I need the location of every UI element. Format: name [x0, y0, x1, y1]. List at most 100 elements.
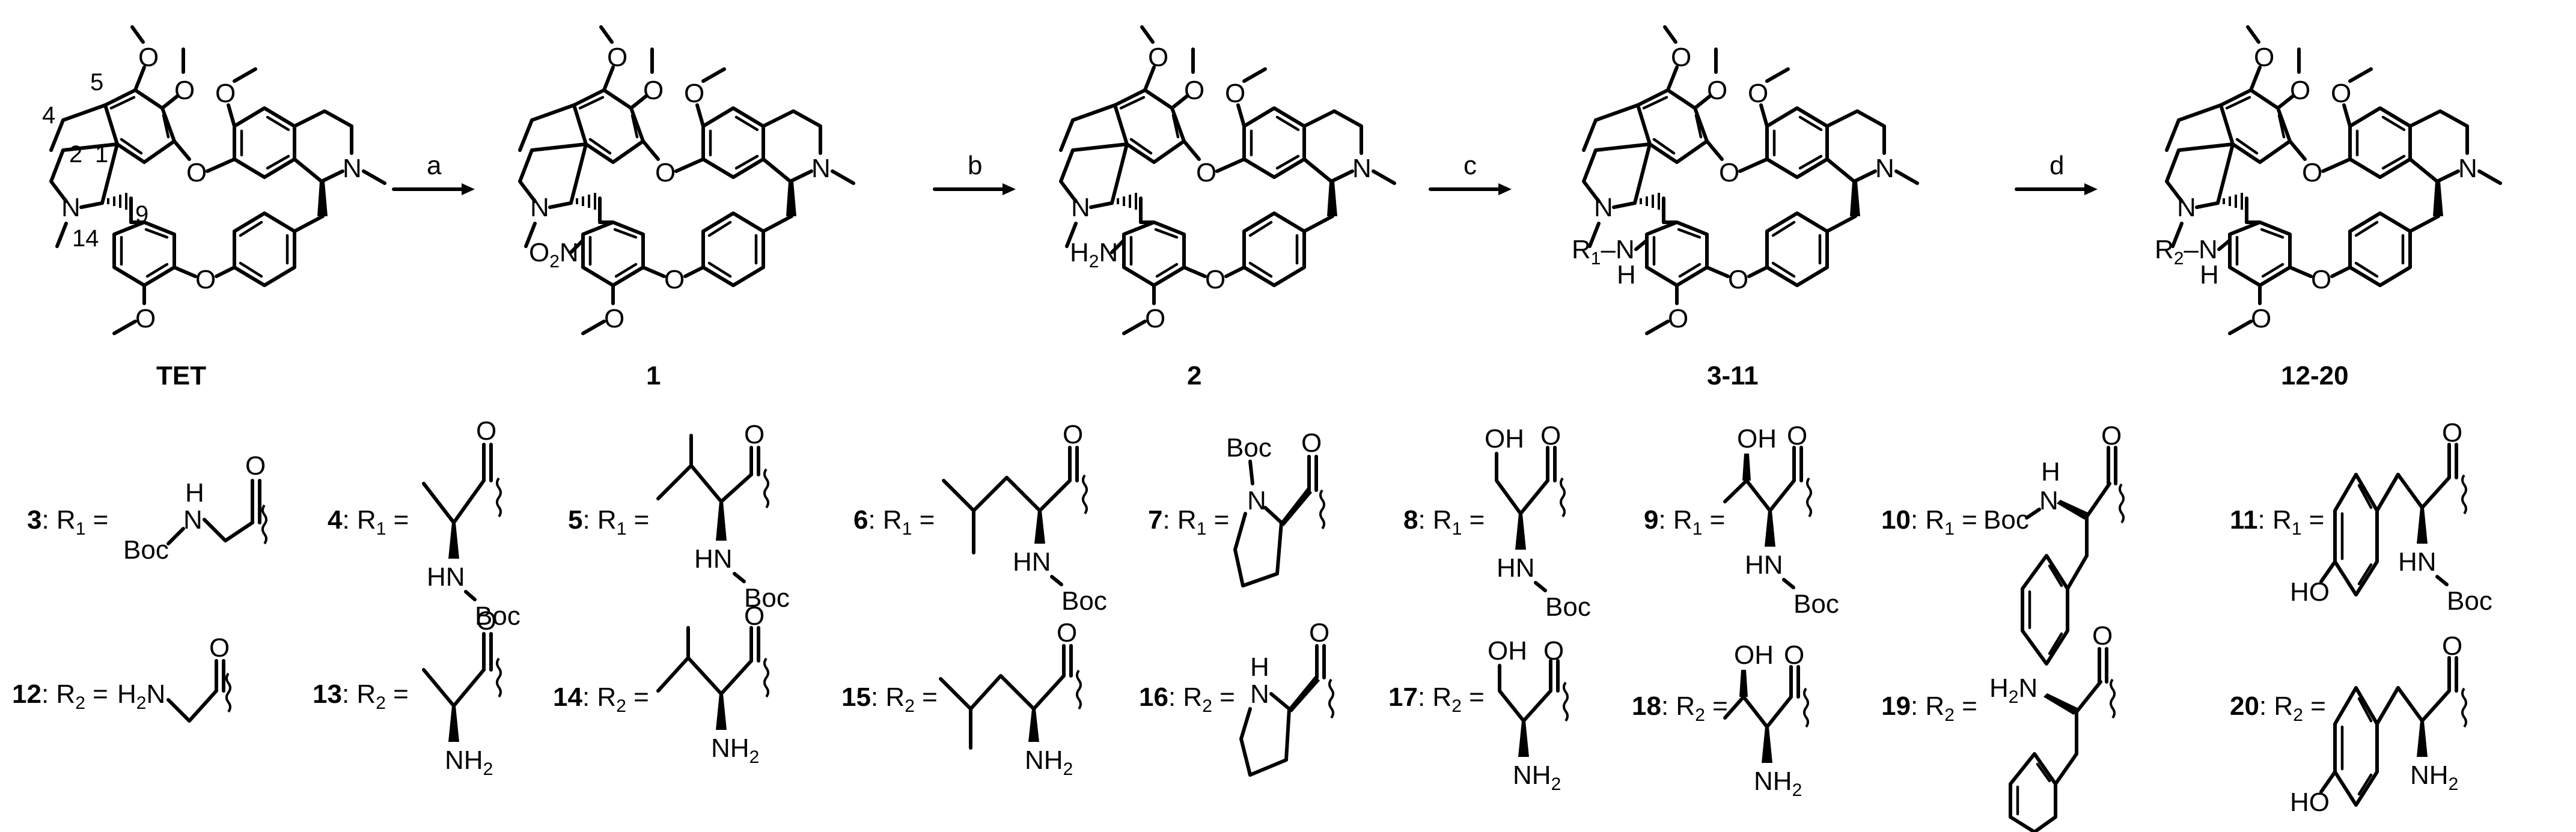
r1-substituent-7: 7: R1 = Boc N O [1148, 428, 1325, 588]
svg-text:18: R2 =: 18: R2 = [1632, 691, 1728, 725]
svg-text:HO: HO [2290, 577, 2330, 607]
svg-text:N: N [1250, 679, 1269, 709]
r2-substituent-20: 20: R2 = HO O NH2 [2230, 631, 2467, 817]
r2-substituent-19: 19: R2 = H2N O [1881, 621, 2116, 832]
svg-text:Boc: Boc [1793, 589, 1839, 619]
structure-2: H2N 2 [1061, 27, 1394, 390]
svg-text:NH2: NH2 [1025, 745, 1073, 779]
r1-substituent-6: 6: R1 = O HN Boc [853, 420, 1107, 616]
svg-text:N: N [183, 505, 203, 535]
svg-text:H: H [185, 478, 204, 508]
svg-text:HN: HN [694, 544, 733, 574]
r2-substituent-12: 12: R2 = H2N O [12, 633, 231, 723]
r1-substituent-10: 10: R1 = Boc N H O [1881, 421, 2125, 666]
svg-text:12: R2 =: 12: R2 = [12, 679, 108, 713]
svg-text:O: O [1309, 618, 1329, 648]
svg-text:6: R1 =: 6: R1 = [853, 505, 935, 539]
svg-text:O: O [1057, 618, 1077, 648]
svg-text:O: O [744, 601, 765, 631]
step-label-c: c [1463, 151, 1477, 180]
svg-text:H2N: H2N [117, 679, 165, 713]
svg-text:O: O [2442, 631, 2462, 661]
svg-text:11: R1 =: 11: R1 = [2230, 505, 2324, 539]
svg-text:H2N: H2N [1989, 673, 2037, 707]
svg-text:13: R2 =: 13: R2 = [313, 679, 409, 713]
compound-label-1: 1 [646, 361, 661, 390]
atom-number-4: 4 [42, 102, 55, 129]
arrow-step-b: b [933, 151, 1016, 195]
step-label-b: b [968, 151, 982, 180]
atom-number-9: 9 [135, 201, 148, 228]
svg-text:O: O [209, 633, 230, 663]
arrow-step-a: a [392, 151, 475, 195]
svg-text:5: R1 =: 5: R1 = [568, 505, 649, 539]
compound-label-TET: TET [156, 361, 206, 390]
svg-text:10: R1 =: 10: R1 = [1881, 505, 1977, 539]
svg-text:O: O [1784, 640, 1804, 670]
svg-text:Boc: Boc [123, 535, 169, 565]
svg-text:O: O [1543, 636, 1564, 666]
r2-substituent-17: 17: R2 = OH O NH2 [1388, 636, 1569, 794]
svg-text:OH: OH [1488, 636, 1527, 666]
svg-text:4: R1 =: 4: R1 = [328, 505, 409, 539]
svg-text:15: R2 =: 15: R2 = [841, 682, 938, 716]
svg-text:O: O [2442, 418, 2462, 448]
svg-text:OH: OH [1737, 424, 1777, 454]
svg-text:19: R2 =: 19: R2 = [1881, 691, 1977, 725]
svg-text:OH: OH [1485, 424, 1524, 454]
svg-text:H: H [1617, 260, 1636, 290]
svg-text:16: R2 =: 16: R2 = [1139, 682, 1235, 716]
nitro-group: O2N [529, 238, 579, 272]
svg-text:N: N [1247, 486, 1266, 515]
atom-number-2: 2 [69, 141, 82, 168]
r1-substituent-8: 8: R1 = OH O HN Boc [1403, 421, 1591, 622]
structure-12-20: R2–N H 12-20 [2155, 27, 2500, 390]
r1-substituent-9: 9: R1 = OH O HN Boc [1644, 421, 1839, 619]
svg-text:8: R1 =: 8: R1 = [1403, 505, 1485, 539]
svg-text:20: R2 =: 20: R2 = [2230, 691, 2326, 725]
svg-text:Boc: Boc [1545, 592, 1591, 622]
svg-text:O: O [476, 606, 496, 636]
r1-substituent-3: 3: R1 = Boc N H O [27, 451, 267, 565]
svg-text:14: R2 =: 14: R2 = [553, 682, 649, 716]
atom-number-1: 1 [95, 141, 108, 168]
step-label-d: d [2050, 151, 2064, 180]
svg-text:7: R1 =: 7: R1 = [1148, 505, 1229, 539]
svg-text:O: O [1301, 428, 1322, 458]
svg-text:NH2: NH2 [1513, 761, 1561, 794]
svg-text:O: O [1787, 421, 1807, 451]
compound-label-2: 2 [1187, 361, 1201, 390]
r1-substituent-5: 5: R1 = O HN Boc [568, 420, 790, 613]
svg-text:Boc: Boc [1983, 505, 2029, 535]
svg-text:NH2: NH2 [445, 745, 493, 779]
svg-text:HN: HN [1745, 550, 1783, 580]
atom-number-5: 5 [90, 69, 103, 96]
structure-1: O2N 1 [520, 27, 853, 390]
svg-text:H: H [2200, 260, 2219, 290]
svg-text:H: H [1250, 652, 1269, 682]
r2-substituent-16: 16: R2 = H N O [1139, 618, 1334, 777]
svg-text:NH2: NH2 [2410, 761, 2458, 794]
svg-text:N: N [2039, 486, 2059, 515]
svg-text:HN: HN [427, 562, 465, 592]
r2-substituent-13: 13: R2 = O NH2 [313, 606, 502, 779]
r2-substituent-18: 18: R2 = OH O NH2 [1632, 640, 1809, 800]
r2-substituent-14: 14: R2 = O NH2 [553, 601, 769, 767]
svg-text:Boc: Boc [744, 583, 790, 613]
svg-text:O: O [1540, 421, 1561, 451]
structure-TET: 5 4 2 1 9 14 TET [42, 27, 385, 390]
svg-text:O: O [2101, 421, 2122, 451]
svg-text:17: R2 =: 17: R2 = [1388, 682, 1485, 716]
svg-text:Boc: Boc [1061, 586, 1107, 616]
svg-text:O: O [1063, 420, 1083, 449]
svg-text:Boc: Boc [2447, 586, 2492, 616]
compound-label-12-20: 12-20 [2281, 361, 2349, 390]
svg-text:3: R1 =: 3: R1 = [27, 505, 108, 539]
arrow-step-c: c [1429, 151, 1512, 195]
svg-text:HN: HN [1013, 547, 1051, 577]
svg-text:Boc: Boc [475, 601, 520, 631]
r1-substituent-4: 4: R1 = O HN Boc [328, 416, 520, 631]
svg-text:Boc: Boc [1226, 433, 1272, 463]
structure-3-11: R1–N H 3-11 [1572, 27, 1917, 390]
